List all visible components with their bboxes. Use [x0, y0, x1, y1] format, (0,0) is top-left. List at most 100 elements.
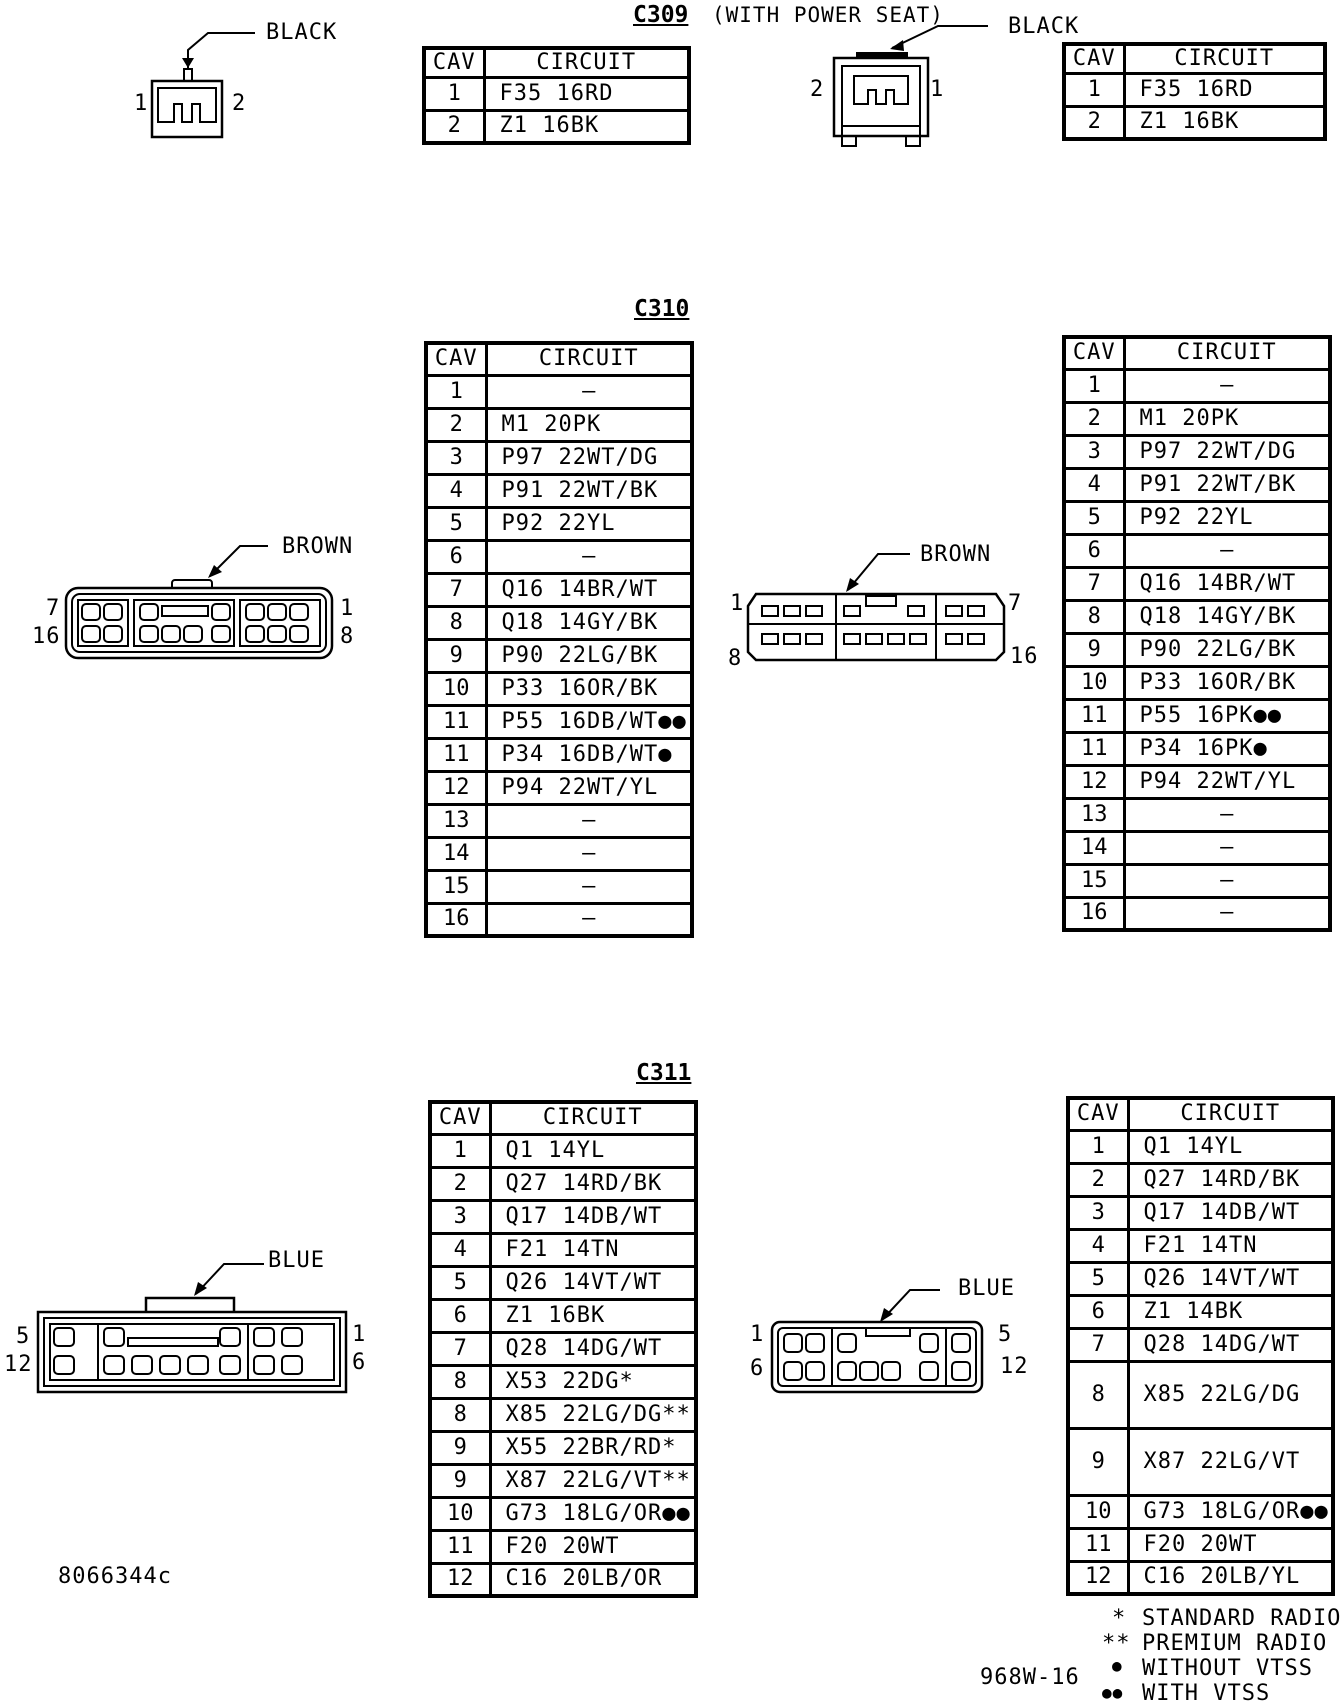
c311-right-connector-diagram	[770, 1289, 984, 1394]
cav-header: CAV	[428, 1100, 492, 1136]
cav-header: CAV	[1062, 42, 1126, 75]
c310-right-pin-7: 7	[1008, 591, 1023, 616]
c310-left-connector-color: BROWN	[282, 534, 354, 559]
legend-label: STANDARD RADIO	[1142, 1606, 1342, 1631]
cav-header: CAV	[1062, 335, 1126, 371]
table-row: 14–	[424, 835, 694, 872]
table-row: 1–	[424, 373, 694, 410]
table-row: 13–	[424, 802, 694, 839]
c309-right-pin-1: 1	[930, 77, 945, 102]
legend-item: ● WITHOUT VTSS	[1090, 1658, 1340, 1682]
c310-right-pin-8: 8	[728, 646, 743, 671]
c311-left-pin-12: 12	[4, 1352, 33, 1377]
c311-left-connector-color: BLUE	[268, 1248, 325, 1273]
table-row: 16–	[1062, 895, 1332, 932]
legend-item: ** PREMIUM RADIO	[1090, 1633, 1340, 1657]
c309-right-table: CAV CIRCUIT 1 F35 16RD 2 Z1 16BK	[1062, 42, 1327, 141]
c310-right-pin-16: 16	[1010, 644, 1039, 669]
c311-right-connector-color: BLUE	[958, 1276, 1015, 1301]
table-row: 14–	[1062, 829, 1332, 866]
c311-left-connector-diagram	[36, 1263, 348, 1394]
table-row: 1 F35 16RD	[422, 75, 691, 112]
figure-id-left: 8066344c	[58, 1564, 172, 1589]
c309-right-connector-color: BLACK	[1008, 14, 1080, 39]
c310-left-pin-7: 7	[46, 596, 61, 621]
c309-left-table: CAV CIRCUIT 1 F35 16RD 2 Z1 16BK	[422, 46, 691, 145]
legend-item: ●● WITH VTSS	[1090, 1683, 1340, 1707]
c309-left-connector-color: BLACK	[266, 20, 338, 45]
figure-id-right: 968W-16	[980, 1665, 1080, 1690]
table-row: 15–	[1062, 862, 1332, 899]
c309-subtitle: (WITH POWER SEAT)	[712, 3, 944, 27]
circuit-header: CIRCUIT	[488, 1100, 698, 1136]
c311-right-pin-1: 1	[750, 1322, 765, 1347]
circuit-header: CIRCUIT	[1122, 42, 1327, 75]
table-row: 2 Z1 16BK	[422, 108, 691, 145]
cav-header: CAV	[424, 341, 488, 377]
table-row: 15–	[424, 868, 694, 905]
c309-right-pin-2: 2	[810, 77, 825, 102]
legend-label: WITHOUT VTSS	[1142, 1656, 1313, 1681]
c310-left-pin-16: 16	[32, 624, 61, 649]
c310-left-connector-diagram	[64, 545, 334, 660]
c310-left-pin-1: 1	[340, 596, 355, 621]
table-row: 1 F35 16RD	[1062, 71, 1327, 108]
c310-right-connector-diagram	[746, 553, 1006, 662]
c309-left-pin-1: 1	[134, 91, 149, 116]
c309-left-pin-2: 2	[232, 91, 247, 116]
circuit-header: CIRCUIT	[1122, 335, 1332, 371]
c310-right-connector-color: BROWN	[920, 542, 992, 567]
legend-symbol: ●	[1112, 1656, 1123, 1675]
circuit-header: CIRCUIT	[484, 341, 694, 377]
c310-title: C310	[634, 296, 690, 322]
c311-left-pin-6: 6	[352, 1350, 367, 1375]
table-row: 13–	[1062, 796, 1332, 833]
c311-right-pin-6: 6	[750, 1356, 765, 1381]
legend-label: PREMIUM RADIO	[1142, 1631, 1328, 1656]
legend-symbol: *	[1112, 1606, 1127, 1631]
c311-title: C311	[636, 1060, 692, 1086]
